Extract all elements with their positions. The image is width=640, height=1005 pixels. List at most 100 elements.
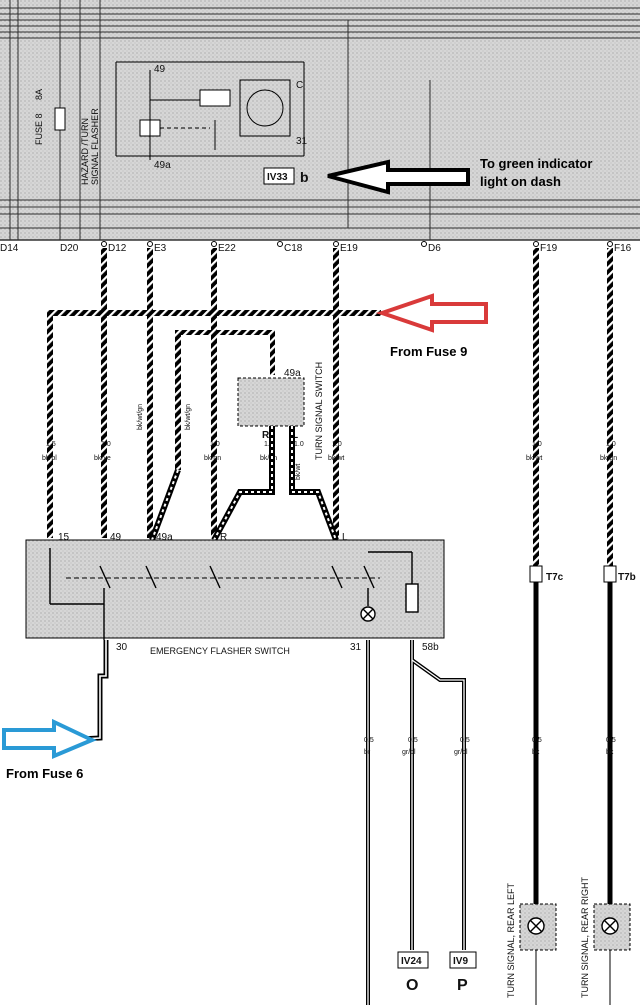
connector-iv33-code: IV33 (267, 172, 288, 183)
connector-t7b-label: T7b (618, 572, 636, 583)
fuse-8-amp: 8A (34, 89, 44, 100)
wire-e19-size: 1.0 (332, 441, 342, 448)
wire-f19-size: 1.0 (532, 441, 542, 448)
emergency-pin-r: R (220, 532, 227, 543)
turn-signal-switch (237, 377, 305, 427)
emergency-switch-contacts (49, 548, 419, 640)
flasher-title-1: HAZARD /TURN (80, 118, 90, 185)
wire-f16-size: 1.0 (606, 441, 616, 448)
turn-switch-49a: 49a (284, 368, 301, 379)
wire-31-color: br (364, 749, 371, 756)
lower-output-wires (366, 640, 466, 1005)
rear-left-label: TURN SIGNAL, REAR LEFT (506, 882, 516, 998)
terminal-d12: D12 (108, 243, 127, 254)
from-fuse-6-label: From Fuse 6 (6, 766, 83, 781)
terminal-e3: E3 (154, 243, 167, 254)
emergency-flasher-switch (25, 539, 445, 639)
connector-iv33 (263, 167, 295, 185)
connector-iv24 (397, 951, 429, 969)
wire-d20-size: 1.5 (46, 441, 56, 448)
wire-f19-color: bk/wt (526, 455, 542, 462)
rear-left-lamp-icon (527, 917, 545, 935)
wire-58b2-color: gr/bl (454, 749, 468, 756)
flasher-pin-31: 31 (296, 136, 308, 147)
wire-e19-color: bk/wt (328, 455, 344, 462)
rear-right-lamp-icon (601, 917, 619, 935)
wire-f16-color: bk/gn (600, 455, 617, 462)
connector-iv9 (449, 951, 477, 969)
wire-swr-color: bk/gn (260, 455, 277, 462)
terminal-row: D14 D20 D12 E3 E22 C18 E19 D6 F19 F16 (0, 243, 632, 254)
connector-iv24-code: IV24 (401, 956, 422, 967)
wire-58b2-size: 0.5 (460, 737, 470, 744)
wire-31-size: 0.5 (364, 737, 374, 744)
wire-e3b-color: bk/wt/gn (185, 404, 192, 430)
fuse-8-label: FUSE 8 (34, 113, 44, 145)
green-indicator-label-1: To green indicator (480, 156, 592, 171)
rear-right-lamp-housing (593, 903, 631, 951)
hazard-flasher-relay (115, 61, 305, 160)
wire-labels: 1.5 bk/bl 1.0 bk/ye bk/wt/gn bk/wt/gn 1.… (42, 404, 617, 480)
flasher-title-2: SIGNAL FLASHER (90, 108, 100, 185)
wire-58b-size: 0.5 (408, 737, 418, 744)
terminal-d6: D6 (428, 243, 441, 254)
connector-iv33-letter: b (300, 169, 309, 185)
wire-swl-size: 1.0 (294, 441, 304, 448)
terminal-dots (101, 241, 613, 247)
terminal-e22: E22 (218, 243, 236, 254)
fuse-8 (54, 107, 66, 131)
terminal-d20: D20 (60, 243, 79, 254)
terminal-d14: D14 (0, 243, 19, 254)
lower-output-wires-inner (367, 640, 465, 1005)
rear-right-label: TURN SIGNAL, REAR RIGHT (580, 876, 590, 998)
wire-d20-color: bk/bl (42, 455, 57, 462)
emergency-pin-58b: 58b (422, 642, 439, 653)
wire-d12-size: 1.0 (101, 441, 111, 448)
green-indicator-label-2: light on dash (480, 174, 561, 189)
wire-rear-left-color: bk (532, 749, 540, 756)
connector-iv9-code: IV9 (453, 956, 468, 967)
wire-d12-color: bk/ye (94, 455, 111, 462)
fuse-6-wire (59, 640, 109, 743)
top-bus-lines (0, 7, 640, 241)
connector-t7b (603, 565, 617, 583)
emergency-pin-49: 49 (110, 532, 122, 543)
switch-link-wires (149, 426, 339, 542)
terminal-c18: C18 (284, 243, 303, 254)
connector-iv24-letter: O (406, 977, 418, 994)
harness-wires (47, 248, 613, 578)
flasher-pin-49: 49 (154, 64, 166, 75)
wire-58b-color: gr/bl (402, 749, 416, 756)
wire-rear-right-color: bk (606, 749, 614, 756)
wire-e22-color: bk/gn (204, 455, 221, 462)
emergency-pin-15: 15 (58, 532, 70, 543)
wire-e22-size: 1.0 (210, 441, 220, 448)
flasher-pin-49a: 49a (154, 160, 171, 171)
wire-swl-color: bk/wt (295, 464, 302, 480)
wire-rear-left-size: 0.5 (532, 737, 542, 744)
terminal-e19: E19 (340, 243, 358, 254)
emergency-pin-l: L (342, 532, 348, 543)
wire-swr-size: 1.0 (264, 441, 274, 448)
rear-lamp-wires (533, 580, 613, 915)
connector-t7c (529, 565, 543, 583)
terminal-f19: F19 (540, 243, 558, 254)
flasher-pin-c: C (296, 80, 303, 91)
connector-iv9-letter: P (457, 977, 468, 994)
from-fuse-9-label: From Fuse 9 (390, 344, 467, 359)
emergency-switch-label: EMERGENCY FLASHER SWITCH (150, 646, 290, 656)
terminal-f16: F16 (614, 243, 632, 254)
red-arrow (375, 293, 488, 333)
wire-e3-color: bk/wt/gn (137, 404, 144, 430)
wire-rear-right-size: 0.5 (606, 737, 616, 744)
emergency-pin-31: 31 (350, 642, 362, 653)
emergency-pin-30: 30 (116, 642, 128, 653)
emergency-pin-49a: 49a (156, 532, 173, 543)
turn-switch-label: TURN SIGNAL SWITCH (314, 362, 324, 460)
turn-switch-l: L (292, 430, 298, 441)
blue-arrow (2, 718, 97, 760)
turn-switch-r: R (262, 430, 270, 441)
connector-t7c-label: T7c (546, 572, 564, 583)
black-arrow (327, 159, 470, 195)
